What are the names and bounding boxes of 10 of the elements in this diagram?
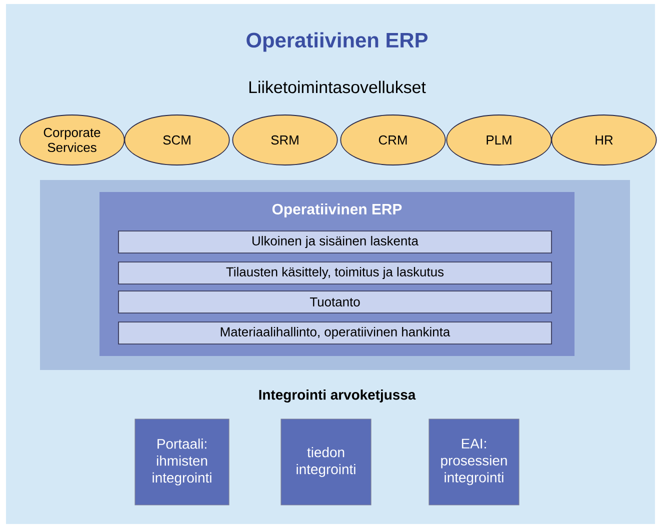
- heading: Liiketoimintasovellukset: [249, 80, 426, 94]
- module-bar: Materiaalihallinto, operatiivinen hankinta: [118, 322, 552, 344]
- integration-box: EAI: prosessien integrointi: [428, 418, 520, 506]
- module-bar: Ulkoinen ja sisäinen laskenta: [118, 230, 552, 254]
- module-bar: Tilausten käsittely, toimitus ja laskutus: [118, 262, 552, 284]
- heading: Integrointi arvoketjussa: [259, 389, 416, 403]
- integration-box: tiedon integrointi: [280, 418, 372, 506]
- integration-box: Portaali: ihmisten integrointi: [134, 418, 230, 506]
- module-bar: Tuotanto: [118, 290, 552, 314]
- title: Operatiivinen ERP: [246, 32, 428, 52]
